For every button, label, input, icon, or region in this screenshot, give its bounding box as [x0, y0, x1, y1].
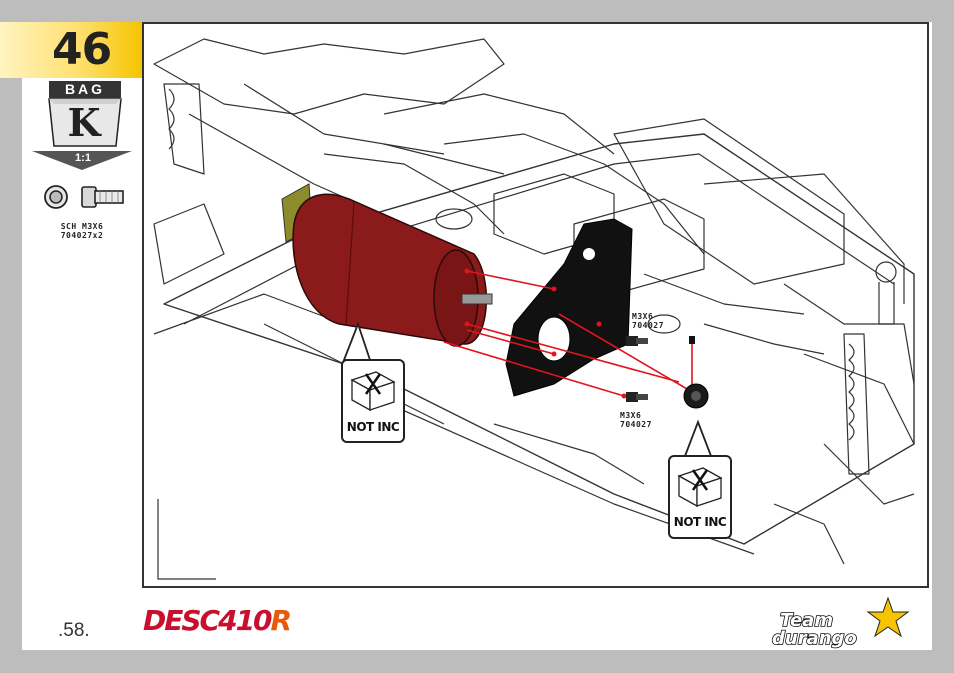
screw-callout: M3X6 704027 [632, 312, 664, 330]
screw-icon [626, 392, 648, 402]
not-included-pinion-callout [668, 419, 732, 539]
svg-text:durango: durango [772, 628, 857, 649]
screw-callout-size: M3X6 [620, 411, 642, 420]
brand-suffix: R [270, 604, 293, 637]
bag-label: BAG [49, 81, 121, 98]
part-code-line1: SCH M3X6 [60, 222, 104, 231]
svg-text:Team: Team [780, 610, 833, 631]
not-included-motor-callout [341, 321, 405, 443]
pinion-gear-icon [683, 336, 709, 409]
desc410r-logo: DESC410R [143, 604, 293, 638]
screw-callout-size: M3X6 [632, 312, 654, 321]
not-included-label: NOT INC [673, 515, 727, 529]
scale-label: 1:1 [75, 152, 91, 164]
brand-name: DESC410 [143, 604, 273, 637]
step-number: 46 [52, 24, 112, 75]
part-code: SCH M3X6 704027x2 [40, 222, 124, 240]
screw-callout: M3X6 704027 [620, 411, 652, 429]
assembly-axis-lines [443, 270, 700, 397]
part-code-line2: 704027x2 [60, 231, 104, 240]
screw-icon [626, 336, 648, 346]
page-number: .58. [58, 620, 90, 641]
motor-icon [281, 183, 493, 347]
chassis-drawing [153, 38, 915, 580]
screw-callout-code: 704027 [620, 420, 652, 429]
screw-callout-code: 704027 [632, 321, 664, 330]
bag-letter: K [67, 100, 101, 145]
not-included-label: NOT INC [346, 420, 400, 434]
step-tab [0, 22, 142, 78]
team-durango-logo: Team durango [771, 596, 910, 650]
motor-mount-icon [505, 218, 633, 397]
assembly-illustration [142, 22, 929, 588]
